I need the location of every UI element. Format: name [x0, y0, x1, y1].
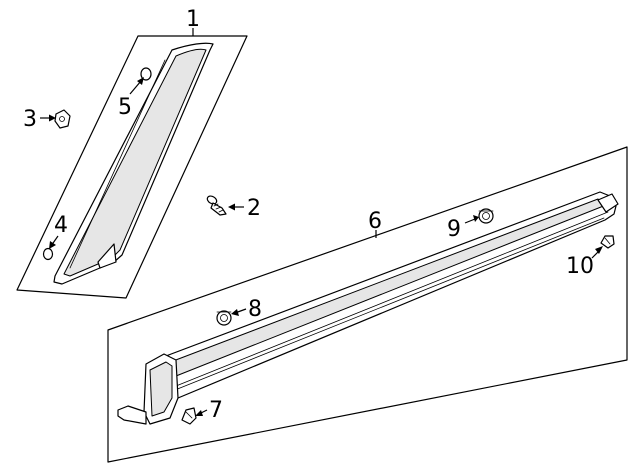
pillar-trim-lower-tab	[97, 243, 117, 269]
callout-4: 4	[54, 213, 68, 238]
pillar-trim-edge	[69, 59, 166, 269]
clip-part-8	[216, 310, 232, 326]
callout-10: 10	[566, 254, 594, 279]
panel-1-outline	[16, 35, 248, 299]
panel-6-rocker-group	[107, 146, 628, 463]
callout-5: 5	[118, 95, 132, 120]
callout-7: 7	[209, 398, 223, 423]
callout-labels: 1 2 3 4 5 6 7 8 9 10	[23, 7, 594, 423]
screw-part-2	[206, 195, 227, 216]
clip-part-9	[478, 208, 494, 224]
callout-6: 6	[368, 209, 382, 234]
rocker-end-cap-shade	[149, 361, 173, 417]
callout-8: 8	[248, 297, 262, 322]
callout-2: 2	[247, 196, 261, 221]
rocker-flange	[117, 405, 147, 425]
callout-1: 1	[186, 7, 200, 32]
rocker-rear-tab	[597, 193, 619, 213]
nut-part-3	[54, 109, 71, 129]
leader-lines	[40, 28, 603, 416]
retainer-part-10	[600, 235, 615, 249]
callout-9: 9	[447, 217, 461, 242]
callout-3: 3	[23, 107, 37, 132]
panel-6-outline	[107, 146, 628, 463]
pillar-trim-face	[63, 48, 207, 277]
rocker-molding-groove	[169, 217, 605, 393]
panel-1-pillar-group	[16, 35, 248, 299]
clip-hole-4	[42, 247, 54, 261]
clip-hole-5	[140, 67, 152, 81]
retainer-part-7	[181, 407, 197, 425]
rocker-molding-lower-edge	[175, 211, 609, 387]
